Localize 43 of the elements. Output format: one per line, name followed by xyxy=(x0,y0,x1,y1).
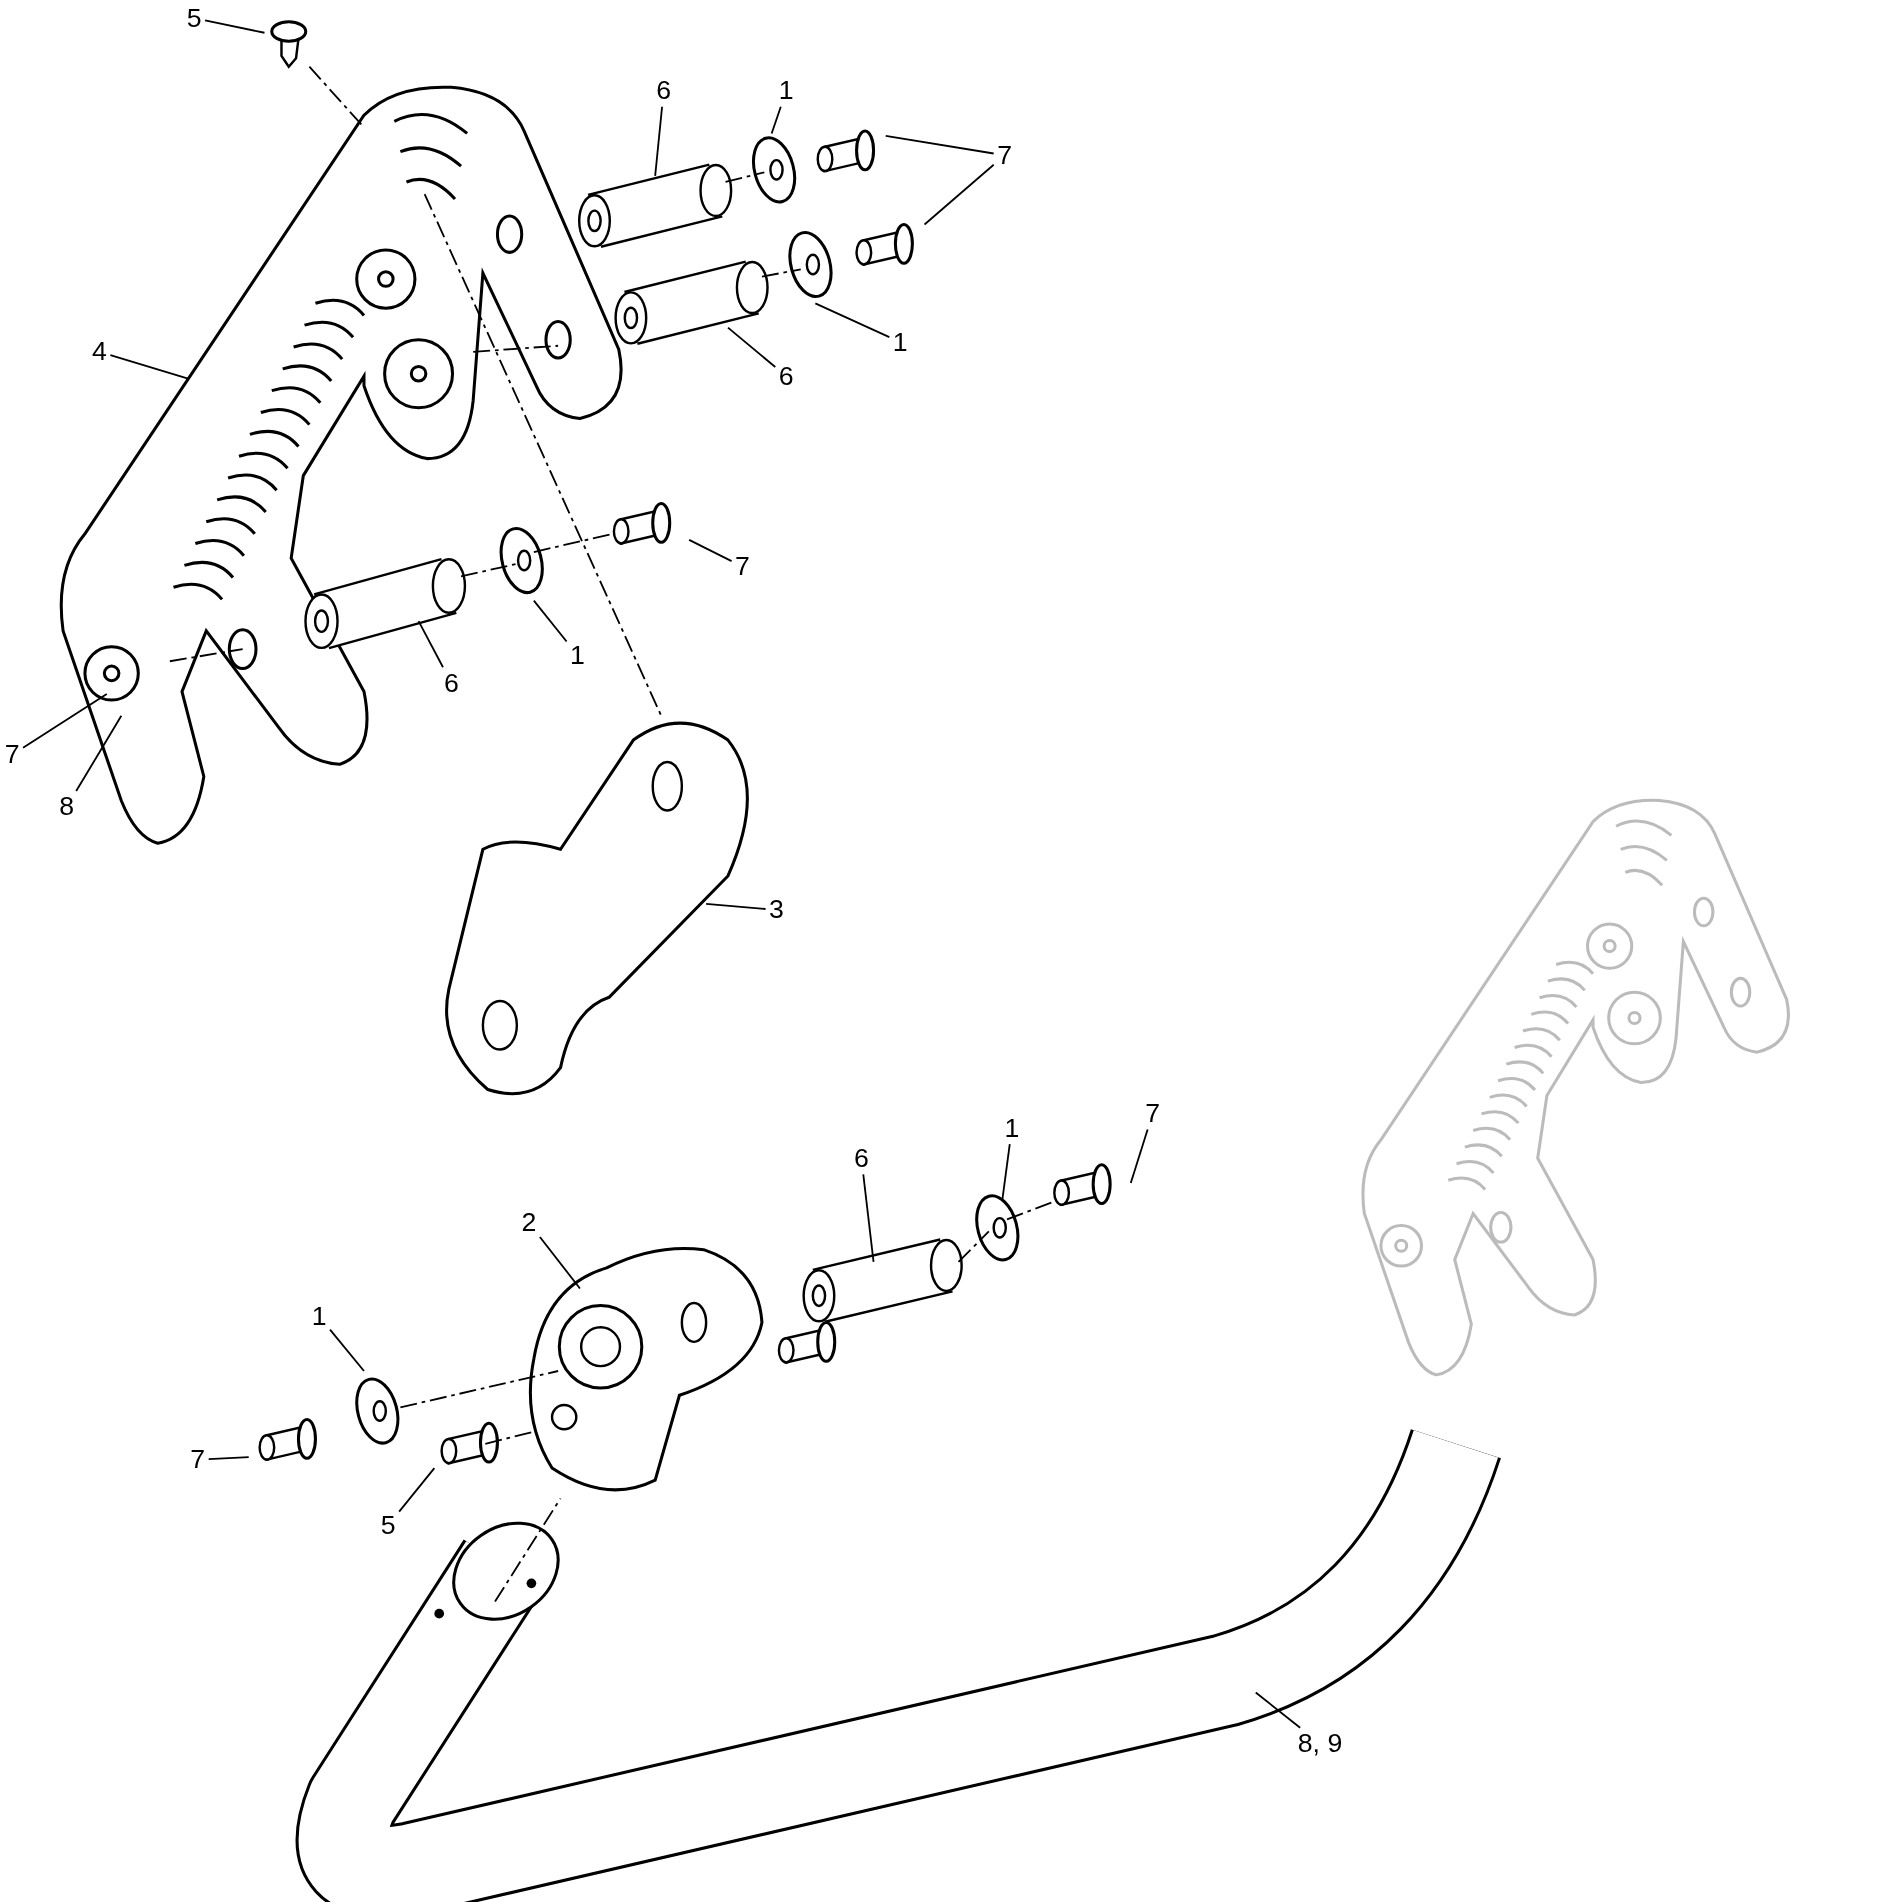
callout-number: 6 xyxy=(777,361,795,391)
callout-number: 7 xyxy=(995,140,1014,170)
leader-line xyxy=(705,903,767,910)
leader-line xyxy=(1001,1143,1011,1203)
callout-number: 3 xyxy=(767,895,786,925)
leader-line xyxy=(539,1236,581,1290)
leader-line xyxy=(1129,1128,1149,1184)
callout-number: 8, 9 xyxy=(1296,1728,1344,1759)
callout-number: 7 xyxy=(733,552,752,582)
callout-number: 1 xyxy=(777,76,795,106)
leader-line xyxy=(329,1328,365,1372)
leader-line xyxy=(417,620,444,669)
leader-line xyxy=(654,105,663,177)
leader-line xyxy=(207,1456,250,1460)
leader-line xyxy=(532,599,568,643)
callout-number: 1 xyxy=(568,640,587,670)
callout-number: 1 xyxy=(310,1301,328,1331)
leader-line xyxy=(688,539,733,563)
leader-line xyxy=(22,693,108,749)
callout-number: 6 xyxy=(442,668,460,698)
callout-number: 7 xyxy=(189,1445,207,1475)
callout-number: 8 xyxy=(58,792,76,822)
leader-line xyxy=(814,302,891,339)
leader-line xyxy=(727,326,777,368)
callout-number: 6 xyxy=(852,1144,871,1174)
callout-number: 5 xyxy=(185,3,203,33)
callout-number: 7 xyxy=(1143,1099,1162,1129)
leader-line xyxy=(204,19,266,34)
callout-number: 1 xyxy=(891,327,909,357)
callout-number: 2 xyxy=(520,1208,538,1238)
callout-number: 1 xyxy=(1003,1113,1021,1143)
leader-line xyxy=(109,354,189,380)
leader-line xyxy=(398,1467,436,1513)
leader-line xyxy=(884,135,995,155)
callout-number: 4 xyxy=(90,337,109,367)
leader-line xyxy=(862,1173,875,1263)
callout-number: 5 xyxy=(379,1510,397,1540)
leader-line xyxy=(1254,1691,1302,1729)
callout-number: 6 xyxy=(655,76,673,106)
leader-line xyxy=(75,714,123,792)
leader-line xyxy=(770,105,782,135)
leader-line xyxy=(923,163,995,226)
callout-number: 7 xyxy=(3,740,21,770)
